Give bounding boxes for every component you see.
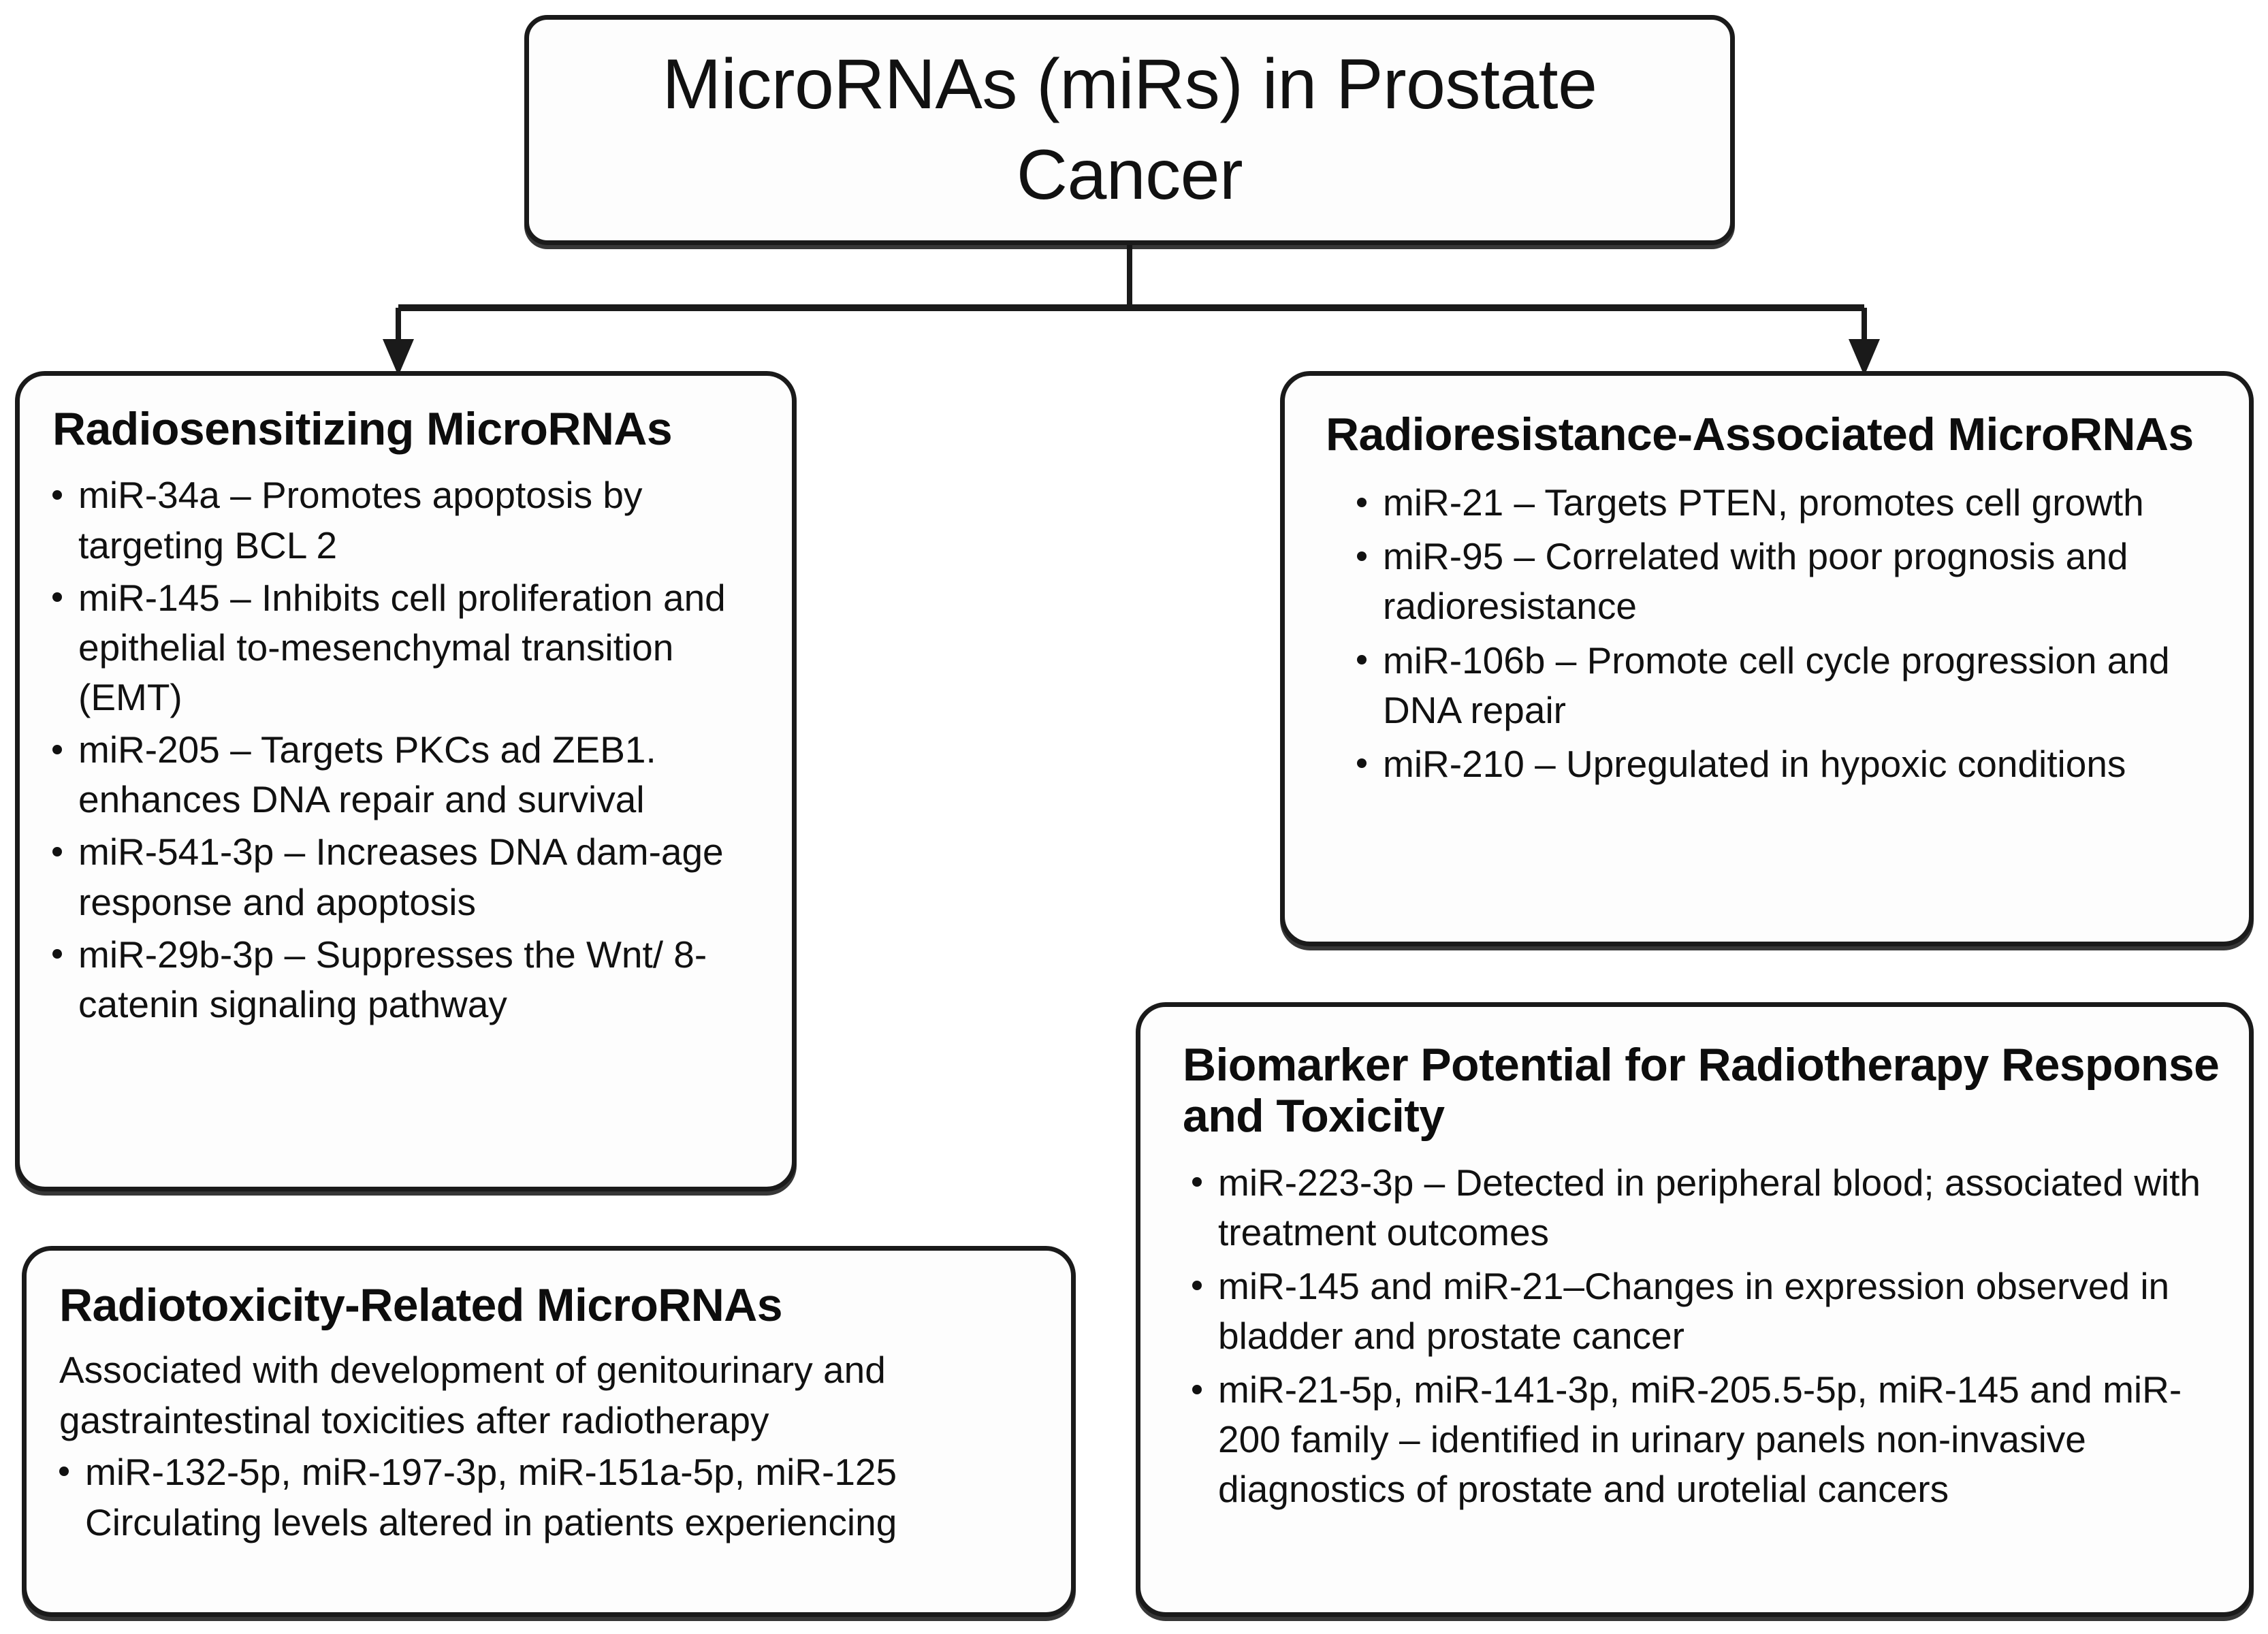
list-item: miR-106b – Promote cell cycle progressio… — [1347, 636, 2231, 735]
list-item: miR-145 and miR-21–Changes in expression… — [1183, 1262, 2231, 1361]
node-biomarker-heading: Biomarker Potential for Radiotherapy Res… — [1183, 1039, 2220, 1142]
list-item: miR-541-3p – Increases DNA dam-age respo… — [43, 827, 771, 927]
node-radiotoxicity-heading: Radiotoxicity-Related MicroRNAs — [59, 1279, 783, 1331]
list-item: miR-21-5p, miR-141-3p, miR-205.5-5p, miR… — [1183, 1365, 2231, 1514]
node-radiotoxicity-intro: Associated with development of genitouri… — [59, 1349, 886, 1442]
list-item: miR-21 – Targets PTEN, promotes cell gro… — [1347, 478, 2231, 528]
list-item: miR-29b-3p – Suppresses the Wnt/ 8-caten… — [43, 930, 771, 1029]
node-biomarker-potential: Biomarker Potential for Radiotherapy Res… — [1136, 1002, 2254, 1617]
page-title: MicroRNAs (miRs) in Prostate Cancer — [662, 44, 1597, 214]
node-radioresistance-heading: Radioresistance-Associated MicroRNAs — [1326, 408, 2194, 460]
node-radiotoxicity-list: miR-132-5p, miR-197-3p, miR-151a-5p, miR… — [50, 1447, 1048, 1548]
list-item: miR-132-5p, miR-197-3p, miR-151a-5p, miR… — [50, 1447, 1048, 1548]
list-item: miR-223-3p – Detected in peripheral bloo… — [1183, 1158, 2231, 1257]
list-item: miR-95 – Correlated with poor prognosis … — [1347, 532, 2231, 631]
node-biomarker-list: miR-223-3p – Detected in peripheral bloo… — [1183, 1158, 2231, 1515]
arrowhead-right — [1849, 339, 1880, 376]
node-radiosensitizing-micrornas: Radiosensitizing MicroRNAs miR-34a – Pro… — [15, 371, 797, 1191]
list-item: miR-205 – Targets PKCs ad ZEB1. enhances… — [43, 725, 771, 824]
node-radioresistance-list: miR-21 – Targets PTEN, promotes cell gro… — [1347, 478, 2231, 789]
node-radiosensitizing-list: miR-34a – Promotes apoptosis by targetin… — [43, 470, 771, 1029]
list-item: miR-210 – Upregulated in hypoxic conditi… — [1347, 739, 2231, 789]
list-item: miR-34a – Promotes apoptosis by targetin… — [43, 470, 771, 570]
list-item: miR-145 – Inhibits cell proliferation an… — [43, 573, 771, 722]
node-radioresistance-associated-micrornas: Radioresistance-Associated MicroRNAs miR… — [1280, 371, 2254, 946]
title-node: MicroRNAs (miRs) in Prostate Cancer — [524, 15, 1735, 245]
arrowhead-left — [383, 339, 414, 376]
node-radiosensitizing-heading: Radiosensitizing MicroRNAs — [52, 403, 673, 455]
node-radiotoxicity-related-micrornas: Radiotoxicity-Related MicroRNAs Associat… — [22, 1246, 1076, 1617]
